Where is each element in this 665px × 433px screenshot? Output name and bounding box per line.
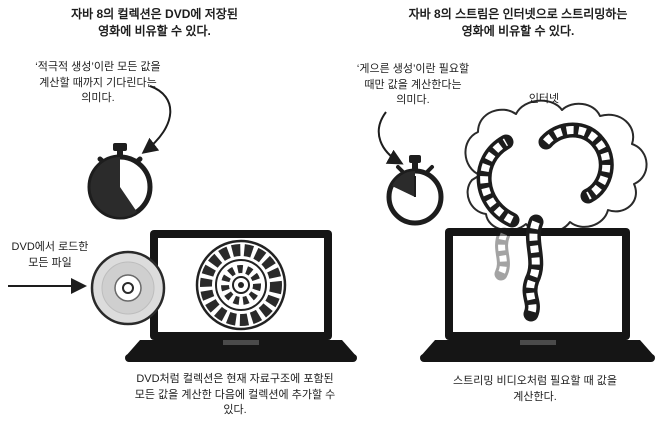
film-strip-ghost-icon bbox=[494, 227, 511, 281]
right-stopwatch-icon bbox=[386, 155, 444, 226]
dvd-disc-icon bbox=[90, 250, 166, 326]
right-annotation: ‘게으른 생성’이란 필요할 때만 값을 계산한다는 의미다. bbox=[356, 63, 470, 107]
left-stopwatch-icon bbox=[87, 143, 153, 220]
film-strip-left-icon bbox=[476, 134, 520, 228]
dvd-files-label: DVD에서 로드한 모든 파일 bbox=[11, 241, 89, 269]
right-title: 자바 8의 스트림은 인터넷으로 스트리밍하는 영화에 비유할 수 있다. bbox=[408, 7, 628, 39]
left-annotation: ‘적극적 생성’이란 모든 값을 계산할 때까지 기다린다는 의미다. bbox=[35, 61, 161, 105]
film-reel-icon bbox=[195, 239, 287, 331]
left-title: 자바 8의 컬렉션은 DVD에 저장된 영화에 비유할 수 있다. bbox=[71, 7, 238, 39]
left-caption: DVD처럼 컬렉션은 현재 자료구조에 포함된 모든 값을 계산한 다음에 컬렉… bbox=[134, 373, 336, 417]
right-curved-arrow-icon bbox=[377, 111, 404, 165]
right-caption: 스트리밍 비디오처럼 필요할 때 값을 계산한다. bbox=[452, 375, 618, 403]
film-strip-right-icon bbox=[538, 122, 614, 204]
film-strip-down-icon bbox=[522, 214, 544, 322]
left-curved-arrow-icon bbox=[141, 85, 172, 154]
internet-label: 인터넷 bbox=[528, 93, 560, 105]
